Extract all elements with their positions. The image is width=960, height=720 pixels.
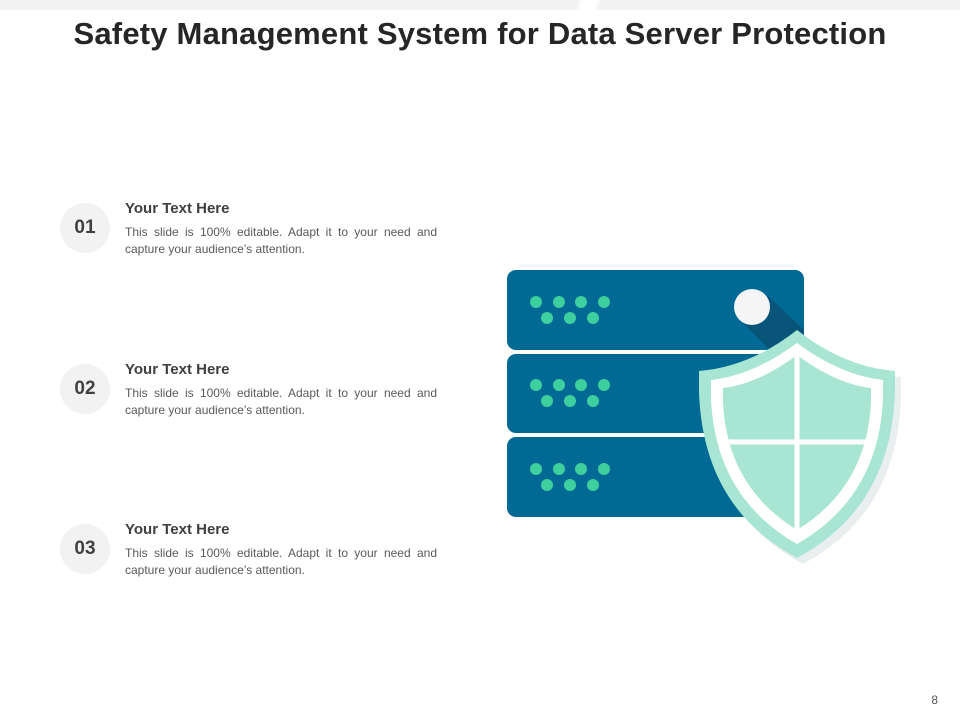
page-number: 8	[931, 693, 938, 707]
header-band	[0, 0, 960, 10]
item-number-badge: 02	[60, 364, 110, 414]
item-number-badge: 01	[60, 203, 110, 253]
item-heading: Your Text Here	[125, 361, 230, 378]
item-heading: Your Text Here	[125, 521, 230, 538]
server-unit-top	[507, 270, 804, 350]
shield-icon	[699, 330, 901, 564]
item-description: This slide is 100% editable. Adapt it to…	[125, 546, 437, 577]
item-description: This slide is 100% editable. Adapt it to…	[125, 386, 437, 417]
item-number-badge: 03	[60, 524, 110, 574]
item-description: This slide is 100% editable. Adapt it to…	[125, 225, 437, 256]
indicator-dots-icon	[530, 463, 610, 491]
list-item-1: 01 Your Text Here This slide is 100% edi…	[60, 200, 450, 270]
item-heading: Your Text Here	[125, 200, 230, 217]
list-item-2: 02 Your Text Here This slide is 100% edi…	[60, 361, 450, 431]
power-light-icon	[734, 289, 770, 325]
list-item-3: 03 Your Text Here This slide is 100% edi…	[60, 521, 450, 591]
indicator-dots-icon	[530, 379, 610, 407]
slide-title: Safety Management System for Data Server…	[73, 16, 887, 51]
indicator-dots-icon	[530, 296, 610, 324]
